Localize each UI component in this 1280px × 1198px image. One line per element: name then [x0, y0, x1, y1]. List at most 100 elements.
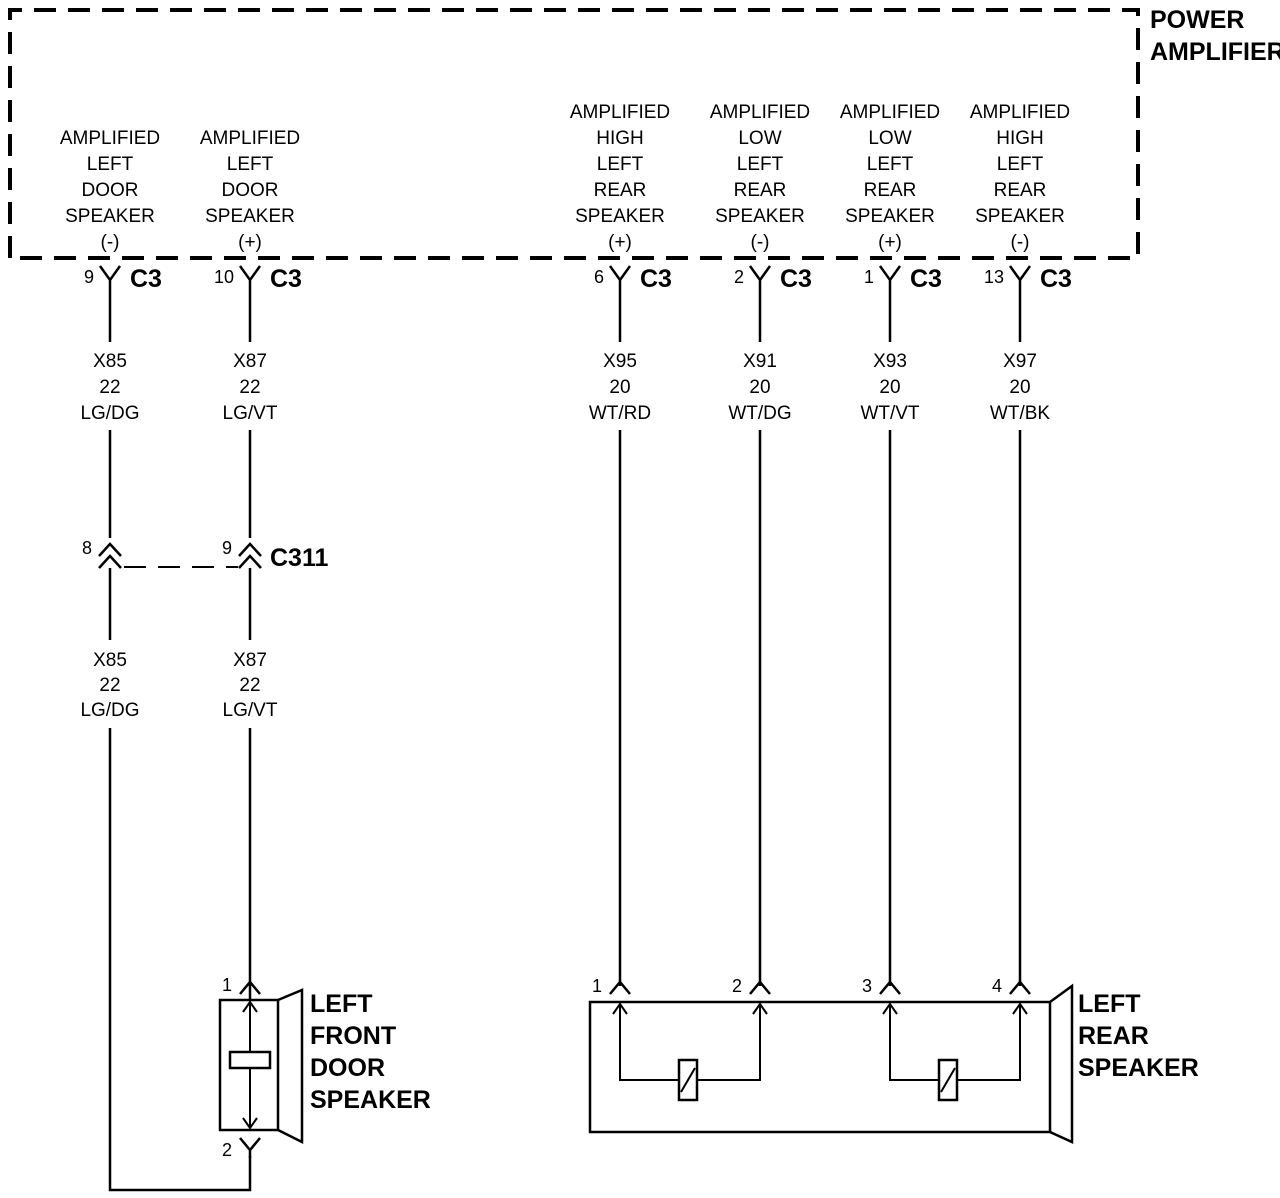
svg-text:8: 8 — [82, 538, 92, 558]
svg-text:LEFT: LEFT — [227, 154, 274, 175]
svg-text:WT/VT: WT/VT — [860, 403, 919, 424]
wire-x85-lower: X85 22 LG/DG — [80, 568, 252, 1192]
svg-text:22: 22 — [99, 377, 120, 398]
svg-text:X87: X87 — [233, 351, 267, 372]
svg-text:DOOR: DOOR — [222, 180, 279, 201]
svg-text:20: 20 — [879, 377, 900, 398]
svg-text:HIGH: HIGH — [596, 128, 644, 149]
svg-text:22: 22 — [239, 675, 260, 696]
power-amplifier-title-line-2: AMPLIFIER — [1150, 38, 1280, 66]
wire-x91: X91 20 WT/DG — [728, 300, 792, 986]
power-amplifier-boundary — [8, 8, 1140, 260]
terminal-c3-pin-13: 13 C3 — [984, 265, 1072, 300]
svg-text:3: 3 — [862, 976, 872, 996]
svg-text:LEFT: LEFT — [1078, 990, 1141, 1018]
svg-text:(-): (-) — [1011, 232, 1030, 253]
svg-text:9: 9 — [222, 538, 232, 558]
svg-text:AMPLIFIED: AMPLIFIED — [570, 102, 670, 123]
svg-text:AMPLIFIED: AMPLIFIED — [200, 128, 300, 149]
svg-text:X95: X95 — [603, 351, 637, 372]
terminal-c3-pin-10: 10 C3 — [214, 265, 302, 300]
svg-text:13: 13 — [984, 267, 1004, 287]
svg-text:AMPLIFIED: AMPLIFIED — [840, 102, 940, 123]
pin-label-1: AMPLIFIED LOW LEFT REAR SPEAKER (+) — [840, 102, 940, 253]
pin-label-10: AMPLIFIED LEFT DOOR SPEAKER (+) — [200, 128, 300, 253]
svg-text:X85: X85 — [93, 650, 127, 671]
svg-text:SPEAKER: SPEAKER — [65, 206, 155, 227]
svg-text:20: 20 — [609, 377, 630, 398]
svg-text:SPEAKER: SPEAKER — [575, 206, 665, 227]
svg-text:2: 2 — [734, 267, 744, 287]
svg-text:C3: C3 — [130, 265, 162, 293]
wire-x87-lower: X87 22 LG/VT — [223, 568, 278, 986]
wire-x97: X97 20 WT/BK — [990, 300, 1050, 986]
svg-text:REAR: REAR — [864, 180, 917, 201]
power-amplifier-title-line-1: POWER — [1150, 6, 1244, 34]
svg-text:10: 10 — [214, 267, 234, 287]
svg-text:HIGH: HIGH — [996, 128, 1044, 149]
svg-text:LEFT: LEFT — [310, 990, 373, 1018]
svg-text:C3: C3 — [640, 265, 672, 293]
svg-text:FRONT: FRONT — [310, 1022, 396, 1050]
svg-text:2: 2 — [732, 976, 742, 996]
svg-text:C3: C3 — [780, 265, 812, 293]
svg-text:(-): (-) — [101, 232, 120, 253]
svg-text:(+): (+) — [238, 232, 262, 253]
svg-text:X93: X93 — [873, 351, 907, 372]
terminal-c3-pin-6: 6 C3 — [594, 265, 672, 300]
wire-x93: X93 20 WT/VT — [860, 300, 920, 986]
svg-text:X91: X91 — [743, 351, 777, 372]
svg-text:X87: X87 — [233, 650, 267, 671]
svg-text:20: 20 — [749, 377, 770, 398]
svg-text:C3: C3 — [910, 265, 942, 293]
svg-text:LEFT: LEFT — [997, 154, 1044, 175]
terminal-c3-pin-2: 2 C3 — [734, 265, 812, 300]
svg-text:6: 6 — [594, 267, 604, 287]
svg-text:20: 20 — [1009, 377, 1030, 398]
svg-text:REAR: REAR — [994, 180, 1047, 201]
svg-text:LEFT: LEFT — [737, 154, 784, 175]
left-front-door-speaker: 1 2 LEFT FRONT DOOR SPEAKER — [218, 975, 431, 1160]
svg-text:REAR: REAR — [594, 180, 647, 201]
svg-text:LEFT: LEFT — [597, 154, 644, 175]
svg-text:REAR: REAR — [1078, 1022, 1149, 1050]
svg-text:LG/DG: LG/DG — [80, 700, 139, 721]
svg-text:C3: C3 — [1040, 265, 1072, 293]
svg-text:AMPLIFIED: AMPLIFIED — [710, 102, 810, 123]
svg-text:SPEAKER: SPEAKER — [715, 206, 805, 227]
svg-text:2: 2 — [222, 1140, 232, 1160]
svg-text:X97: X97 — [1003, 351, 1037, 372]
svg-text:4: 4 — [992, 976, 1002, 996]
svg-text:DOOR: DOOR — [82, 180, 139, 201]
svg-text:LG/VT: LG/VT — [223, 700, 278, 721]
wire-x87-upper: X87 22 LG/VT — [223, 300, 278, 538]
connector-c311: 8 9 C311 — [82, 538, 328, 572]
svg-text:C3: C3 — [270, 265, 302, 293]
wire-x95: X95 20 WT/RD — [589, 300, 651, 986]
svg-text:AMPLIFIED: AMPLIFIED — [60, 128, 160, 149]
pin-label-6: AMPLIFIED HIGH LEFT REAR SPEAKER (+) — [570, 102, 670, 253]
svg-text:SPEAKER: SPEAKER — [1078, 1054, 1199, 1082]
svg-text:C311: C311 — [270, 544, 328, 572]
pin-label-2: AMPLIFIED LOW LEFT REAR SPEAKER (-) — [710, 102, 810, 253]
svg-text:DOOR: DOOR — [310, 1054, 385, 1082]
svg-text:LG/DG: LG/DG — [80, 403, 139, 424]
svg-text:22: 22 — [99, 675, 120, 696]
svg-text:WT/RD: WT/RD — [589, 403, 651, 424]
svg-text:WT/DG: WT/DG — [728, 403, 791, 424]
svg-text:WT/BK: WT/BK — [990, 403, 1050, 424]
svg-text:1: 1 — [864, 267, 874, 287]
svg-text:LOW: LOW — [738, 128, 781, 149]
svg-text:(+): (+) — [878, 232, 902, 253]
svg-text:(-): (-) — [751, 232, 770, 253]
svg-text:22: 22 — [239, 377, 260, 398]
svg-text:LEFT: LEFT — [867, 154, 914, 175]
terminal-c3-pin-9: 9 C3 — [84, 265, 162, 300]
svg-text:SPEAKER: SPEAKER — [310, 1086, 431, 1114]
svg-text:LEFT: LEFT — [87, 154, 134, 175]
pin-label-9: AMPLIFIED LEFT DOOR SPEAKER (-) — [60, 128, 160, 253]
wire-x85-upper: X85 22 LG/DG — [80, 300, 140, 538]
svg-text:SPEAKER: SPEAKER — [975, 206, 1065, 227]
pin-label-13: AMPLIFIED HIGH LEFT REAR SPEAKER (-) — [970, 102, 1070, 253]
